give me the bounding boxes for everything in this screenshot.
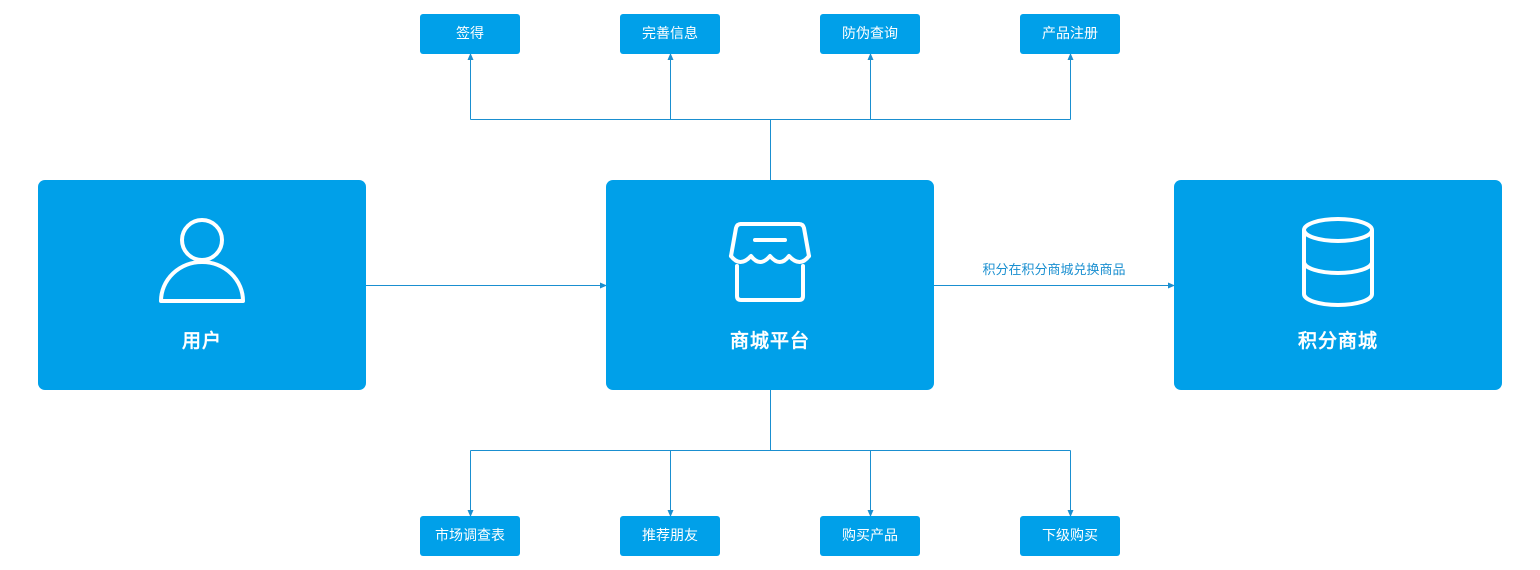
feature-box-market-survey: 市场调查表 [420,516,520,556]
database-icon [1174,216,1502,308]
user-icon [38,216,366,308]
feature-box-buy-product: 购买产品 [820,516,920,556]
arrowhead-bottom-1 [467,510,474,517]
arrowhead-bottom-3 [867,510,874,517]
user-node-label: 用户 [181,330,222,352]
feature-box-anti-counterfeit: 防伪查询 [820,14,920,54]
arrowhead-bottom-4 [1067,510,1074,517]
arrowhead-platform [600,282,607,289]
arrowhead-bottom-2 [667,510,674,517]
feature-box-complete-info: 完善信息 [620,14,720,54]
user-node: 用户 [38,180,366,390]
platform-node-label: 商城平台 [729,330,810,352]
platform-node: 商城平台 [606,180,934,390]
feature-box-refer-friend: 推荐朋友 [620,516,720,556]
arrowhead-top-4 [1067,53,1074,60]
store-icon [606,216,934,308]
points-mall-node: 积分商城 [1174,180,1502,390]
feature-box-checkin: 签得 [420,14,520,54]
feature-box-downline-purchase: 下级购买 [1020,516,1120,556]
points-mall-node-label: 积分商城 [1297,330,1378,352]
arrowhead-top-3 [867,53,874,60]
arrowhead-points-mall [1168,282,1175,289]
arrowhead-top-2 [667,53,674,60]
feature-box-product-register: 产品注册 [1020,14,1120,54]
arrowhead-top-1 [467,53,474,60]
edge-label-redeem: 积分在积分商城兑换商品 [982,263,1126,278]
